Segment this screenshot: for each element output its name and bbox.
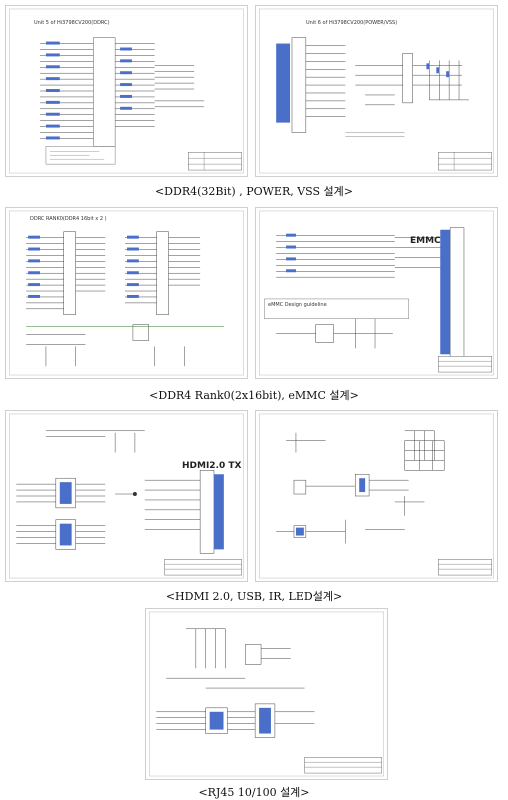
schematic-hdmi: HDMI2.0 TX (5, 410, 248, 582)
caption-ddr4-power-vss: <DDR4(32Bit) , POWER, VSS 설계> (154, 185, 354, 198)
ddrc-title: Unit 5 of Hi3798CV200(DDRC) (34, 20, 110, 26)
caption-hdmi-usb-ir-led: <HDMI 2.0, USB, IR, LED설계> (165, 590, 343, 603)
ddrc-drawing (9, 8, 244, 174)
emmc-heading: EMMC (410, 236, 441, 246)
ddr4-rank0-title: DDRC RANK0(DDR4 16bit x 2 ) (30, 216, 107, 222)
schematic-ddrc: Unit 5 of Hi3798CV200(DDRC) (5, 5, 248, 177)
caption-rj45: <RJ45 10/100 설계> (198, 786, 310, 799)
schematic-power-vss: Unit 6 of Hi3798CV200(POWER/VSS) (255, 5, 498, 177)
emmc-guideline-note: eMMC Design guideline (268, 302, 327, 308)
usb-ir-led-drawing (259, 413, 494, 579)
power-vss-drawing (259, 8, 494, 174)
hdmi-drawing (9, 413, 244, 579)
hdmi-heading: HDMI2.0 TX (182, 461, 242, 471)
ddr4-rank0-drawing (9, 210, 244, 376)
schematic-usb-ir-led (255, 410, 498, 582)
schematic-emmc: EMMC eMMC Design guideline (255, 207, 498, 379)
power-vss-title: Unit 6 of Hi3798CV200(POWER/VSS) (306, 20, 398, 26)
schematic-ddr4-rank0: DDRC RANK0(DDR4 16bit x 2 ) (5, 207, 248, 379)
rj45-drawing (149, 611, 384, 777)
caption-ddr4-rank0-emmc: <DDR4 Rank0(2x16bit), eMMC 설계> (149, 389, 359, 402)
emmc-drawing (259, 210, 494, 376)
schematic-rj45 (145, 608, 388, 780)
